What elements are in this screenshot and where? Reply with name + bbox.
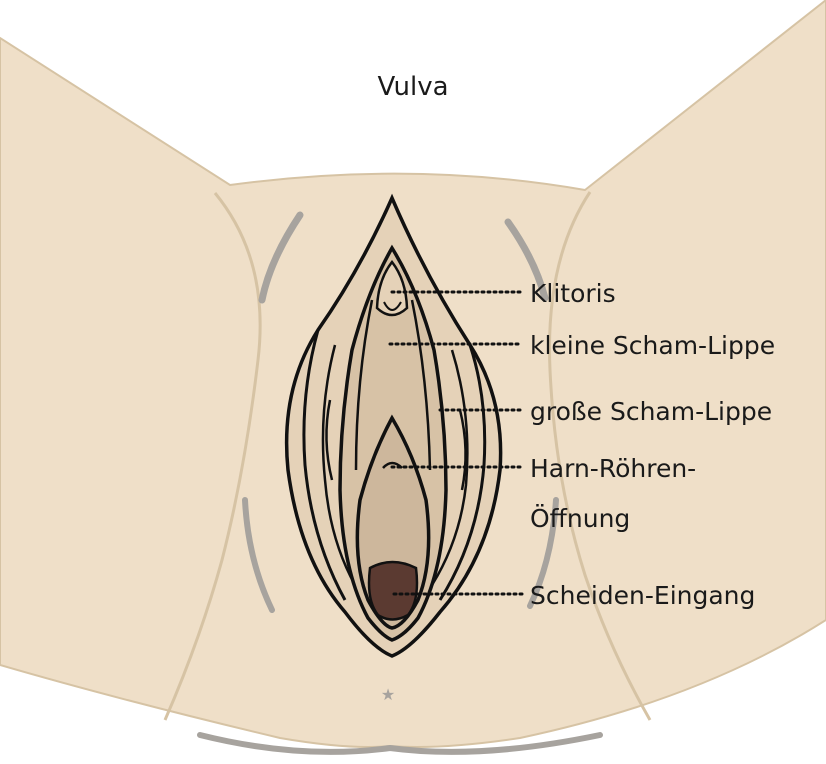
label-outer-labia: große Scham-Lippe <box>530 399 772 424</box>
vaginal-opening-shape <box>369 562 417 620</box>
label-vaginal-opening: Scheiden-Eingang <box>530 583 755 608</box>
label-urethra-line2: Öffnung <box>530 506 630 531</box>
diagram-title: Vulva <box>0 72 826 102</box>
label-inner-labia: kleine Scham-Lippe <box>530 333 775 358</box>
label-urethra-line1: Harn-Röhren- <box>530 456 696 481</box>
anus-star-icon: ★ <box>381 685 395 704</box>
label-clitoris: Klitoris <box>530 281 616 306</box>
